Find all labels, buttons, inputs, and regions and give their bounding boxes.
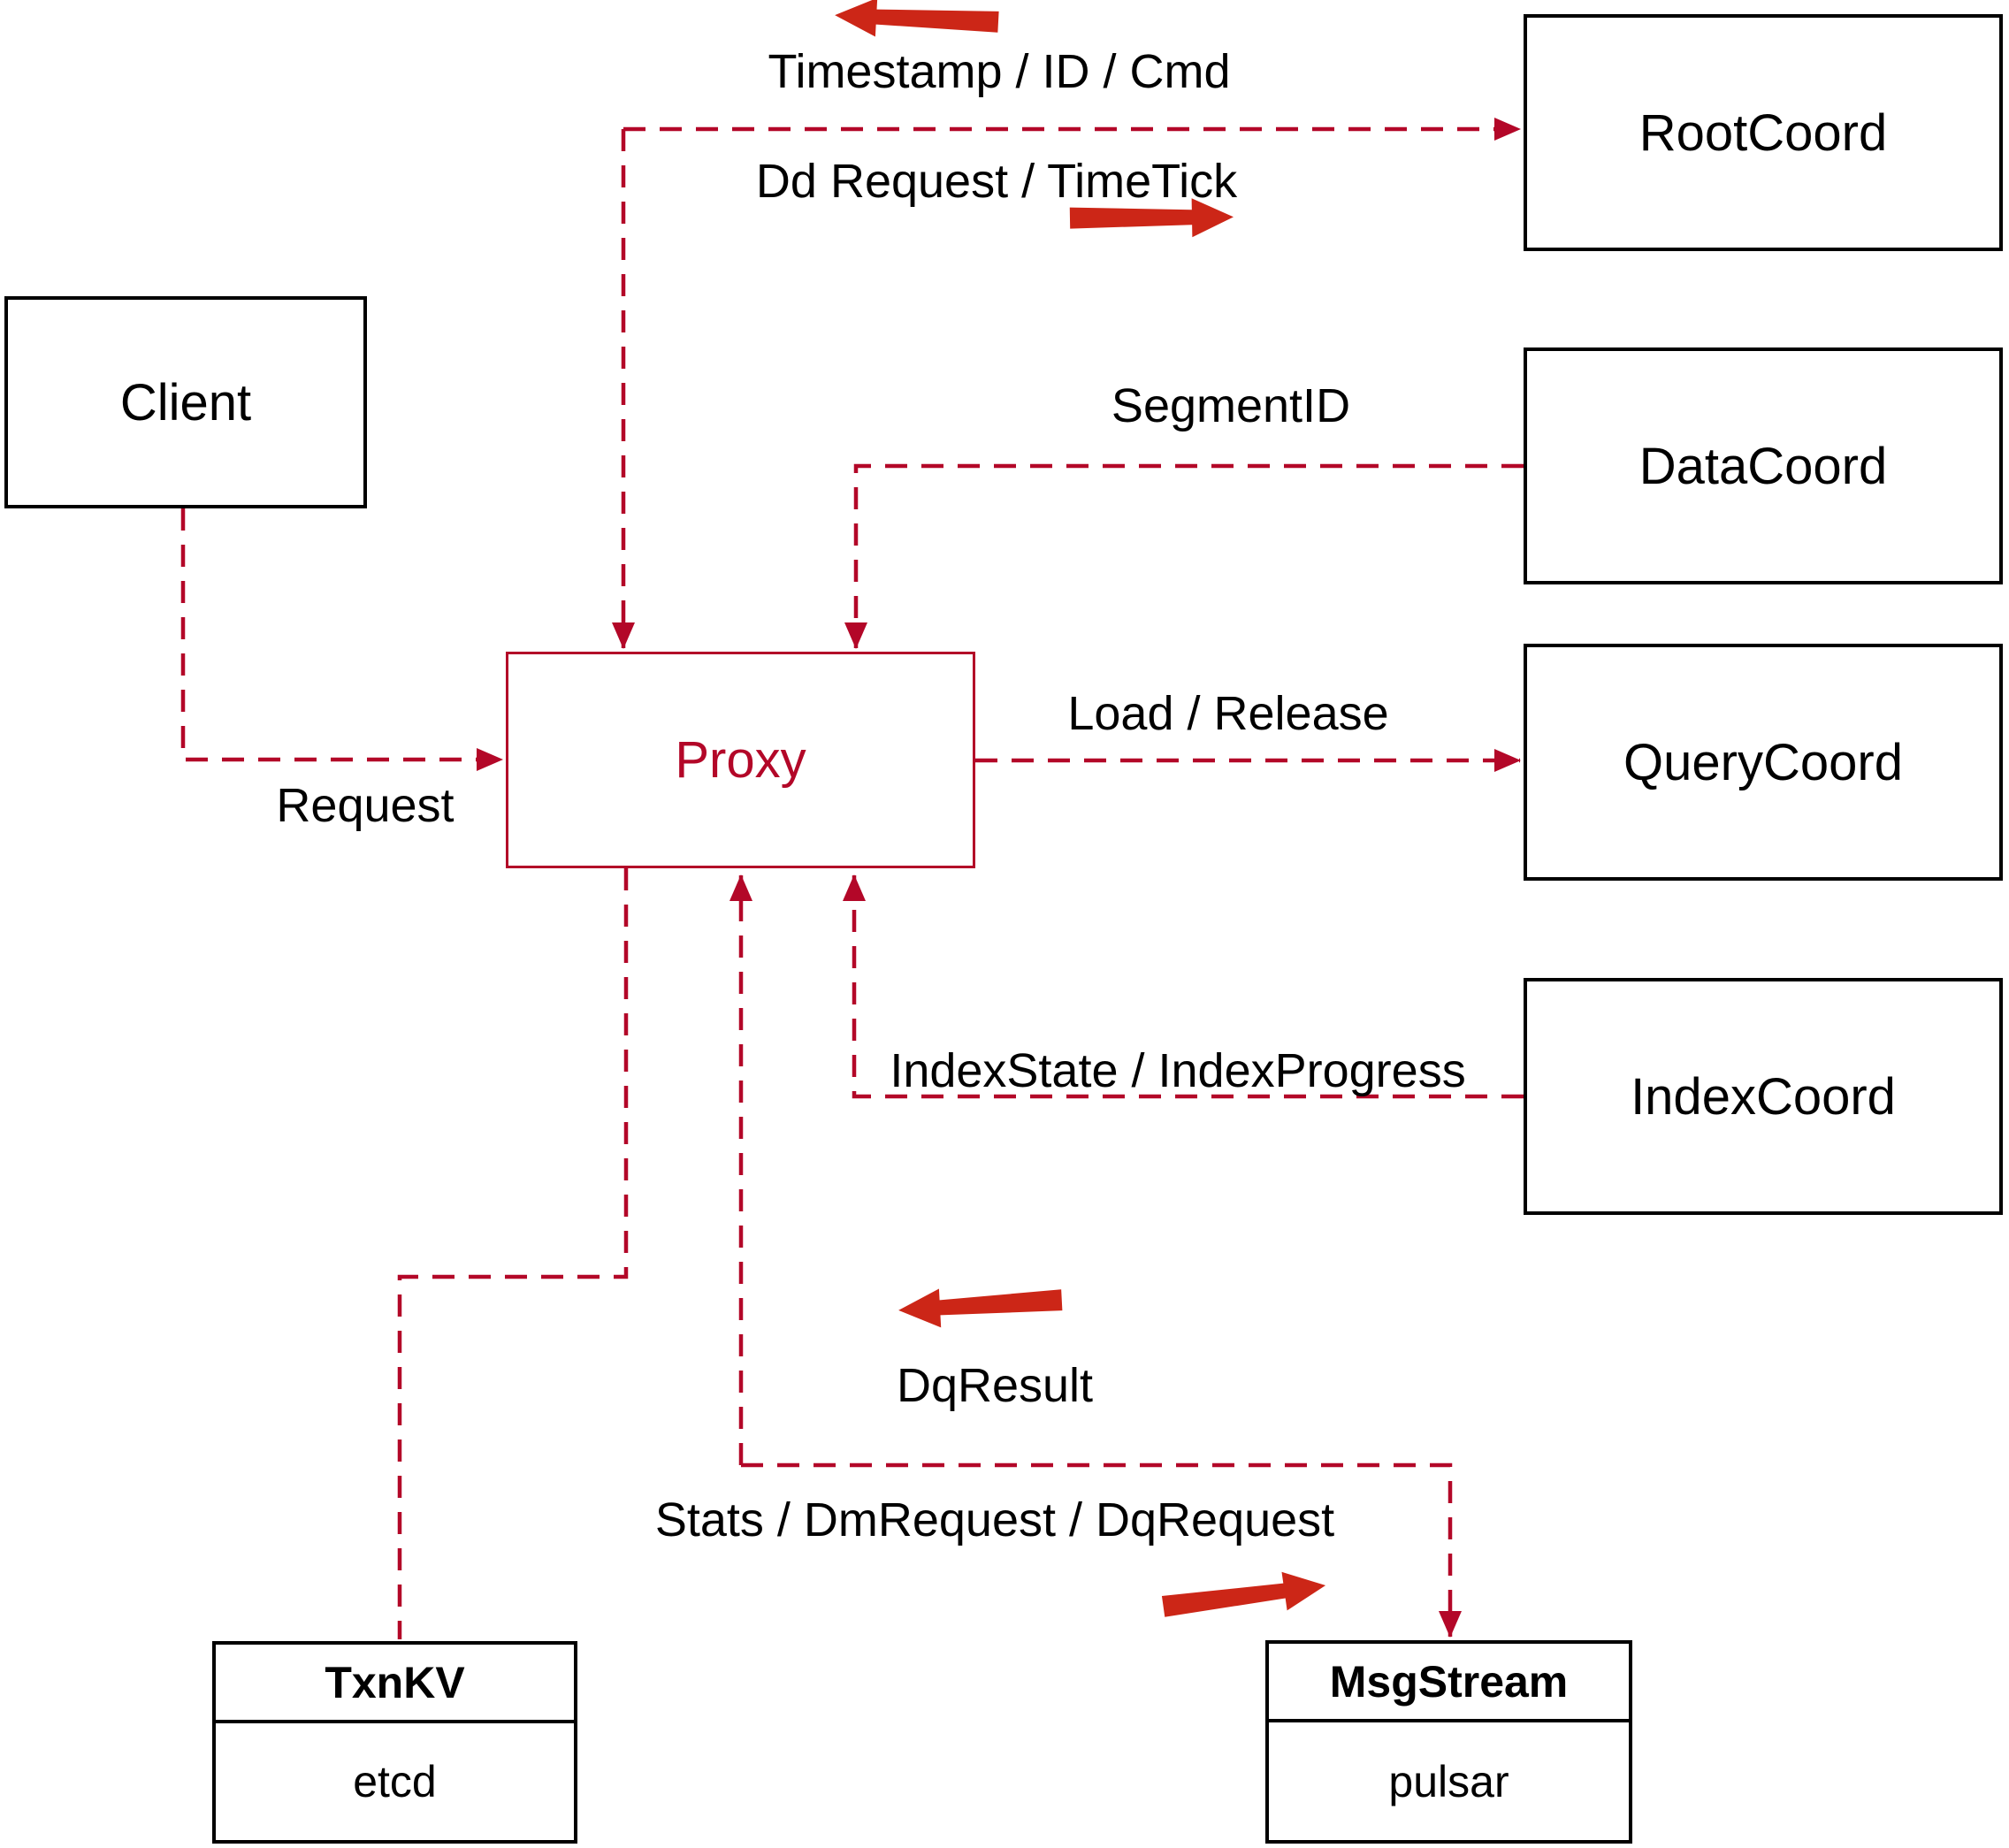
- label-load-release: Load / Release: [1067, 687, 1389, 740]
- edge-indexcoord-proxy: [843, 874, 1524, 1099]
- node-client: Client: [4, 296, 367, 508]
- msgstream-header: MsgStream: [1269, 1644, 1629, 1722]
- label-dqresult: DqResult: [896, 1359, 1094, 1412]
- arrow-left-timestamp-icon: [833, 0, 1000, 43]
- label-dd-request-timetick: Dd Request / TimeTick: [755, 155, 1238, 208]
- node-rootcoord-label: RootCoord: [1639, 103, 1888, 162]
- node-txnkv: TxnKV etcd: [212, 1641, 577, 1844]
- node-proxy: Proxy: [506, 652, 975, 868]
- node-querycoord: QueryCoord: [1524, 644, 2003, 881]
- label-segmentid: SegmentID: [1111, 379, 1351, 432]
- edge-client-proxy: [180, 508, 503, 771]
- node-datacoord: DataCoord: [1524, 347, 2003, 584]
- node-querycoord-label: QueryCoord: [1623, 733, 1903, 791]
- node-msgstream: MsgStream pulsar: [1265, 1640, 1632, 1844]
- arrow-right-stats-icon: [1160, 1566, 1329, 1628]
- label-timestamp-id-cmd: Timestamp / ID / Cmd: [768, 45, 1231, 98]
- edge-proxy-msgstream-down: [741, 1462, 1462, 1638]
- node-indexcoord: IndexCoord: [1524, 978, 2003, 1215]
- edge-datacoord-proxy: [844, 463, 1524, 649]
- node-rootcoord: RootCoord: [1524, 14, 2003, 251]
- txnkv-impl: etcd: [353, 1757, 437, 1806]
- node-datacoord-label: DataCoord: [1639, 437, 1888, 495]
- label-stats-dmrequest-dqrequest: Stats / DmRequest / DqRequest: [654, 1493, 1335, 1546]
- node-proxy-label: Proxy: [675, 731, 806, 789]
- edge-proxy-txnkv: [397, 868, 629, 1639]
- label-indexstate-indexprogress: IndexState / IndexProgress: [890, 1044, 1466, 1097]
- arrow-left-dqresult-icon: [897, 1282, 1064, 1330]
- msgstream-impl: pulsar: [1388, 1756, 1509, 1806]
- node-indexcoord-label: IndexCoord: [1631, 1067, 1896, 1126]
- node-client-label: Client: [119, 373, 252, 431]
- txnkv-header: TxnKV: [216, 1645, 574, 1723]
- label-request: Request: [276, 779, 455, 832]
